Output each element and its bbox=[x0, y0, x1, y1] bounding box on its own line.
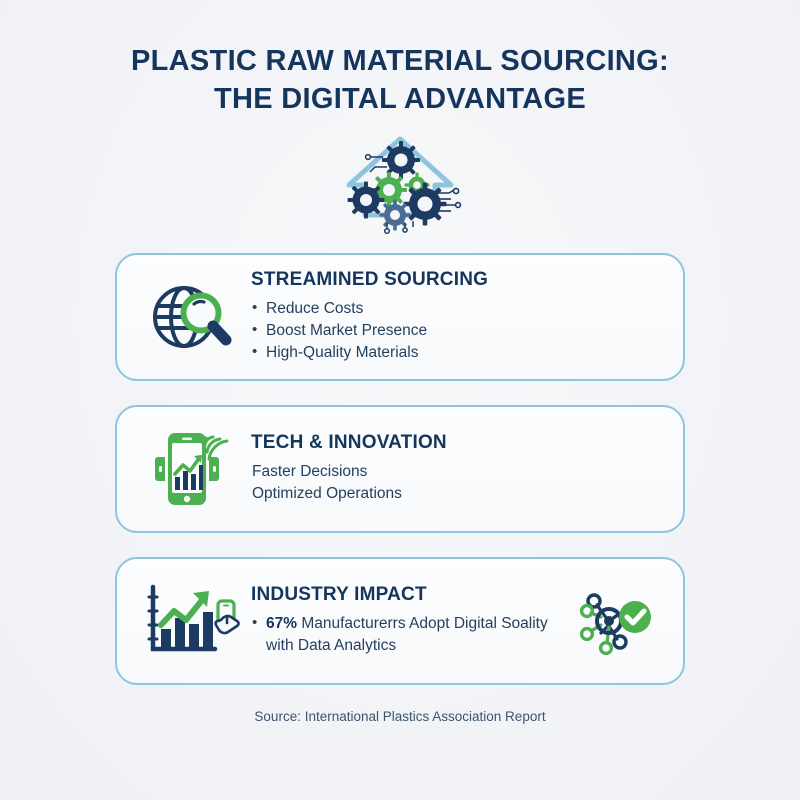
bar-chart-growth-phone-icon bbox=[139, 579, 243, 663]
card-title: STREAMINED SOURCING bbox=[251, 269, 489, 291]
card-list: STREAMINED SOURCING Reduce Costs Boost M… bbox=[115, 252, 685, 685]
card-lines: Reduce Costs Boost Market Presence High-… bbox=[251, 297, 661, 364]
title-line-1: PLASTIC RAW MATERIAL SOURCING: bbox=[131, 45, 669, 77]
stat-line: 67% Manufacturerrs Adopt Digital Soality… bbox=[251, 612, 569, 657]
card-body: INDUSTRY IMPACT 67% Manufacturerrs Adopt… bbox=[243, 584, 569, 657]
card-lines: 67% Manufacturerrs Adopt Digital Soality… bbox=[251, 612, 569, 657]
smartphone-chart-wifi-icon bbox=[139, 427, 243, 511]
list-item: Boost Market Presence bbox=[251, 319, 661, 342]
globe-magnifier-icon bbox=[139, 275, 243, 359]
list-item: High-Quality Materials bbox=[251, 341, 661, 364]
card-streamined-sourcing[interactable]: STREAMINED SOURCING Reduce Costs Boost M… bbox=[115, 252, 685, 381]
network-check-icon bbox=[569, 581, 661, 661]
card-body: TECH & INNOVATION Faster Decisions Optim… bbox=[243, 432, 661, 505]
title-line-2: THE DIGITAL ADVANTAGE bbox=[213, 83, 586, 116]
card-industry-impact[interactable]: INDUSTRY IMPACT 67% Manufacturerrs Adopt… bbox=[115, 556, 685, 685]
card-body: STREAMINED SOURCING Reduce Costs Boost M… bbox=[243, 269, 661, 364]
card-tech-innovation[interactable]: TECH & INNOVATION Faster Decisions Optim… bbox=[115, 404, 685, 533]
source-note: Source: International Plastics Associati… bbox=[254, 708, 546, 724]
stat-value: 67% bbox=[266, 615, 298, 633]
list-item: Faster Decisions bbox=[252, 463, 368, 481]
list-item: Optimized Operations bbox=[252, 485, 402, 503]
list-item: Reduce Costs bbox=[251, 297, 661, 320]
page-title: PLASTIC RAW MATERIAL SOURCING: THE DIGIT… bbox=[0, 0, 800, 119]
card-title: TECH & INNOVATION bbox=[251, 432, 447, 454]
card-title: INDUSTRY IMPACT bbox=[251, 584, 427, 606]
stat-text: Manufacturerrs Adopt Digital Soality wit… bbox=[266, 615, 548, 655]
arrow-up-gears-icon bbox=[325, 127, 475, 237]
card-lines: Faster Decisions Optimized Operations bbox=[251, 461, 661, 505]
